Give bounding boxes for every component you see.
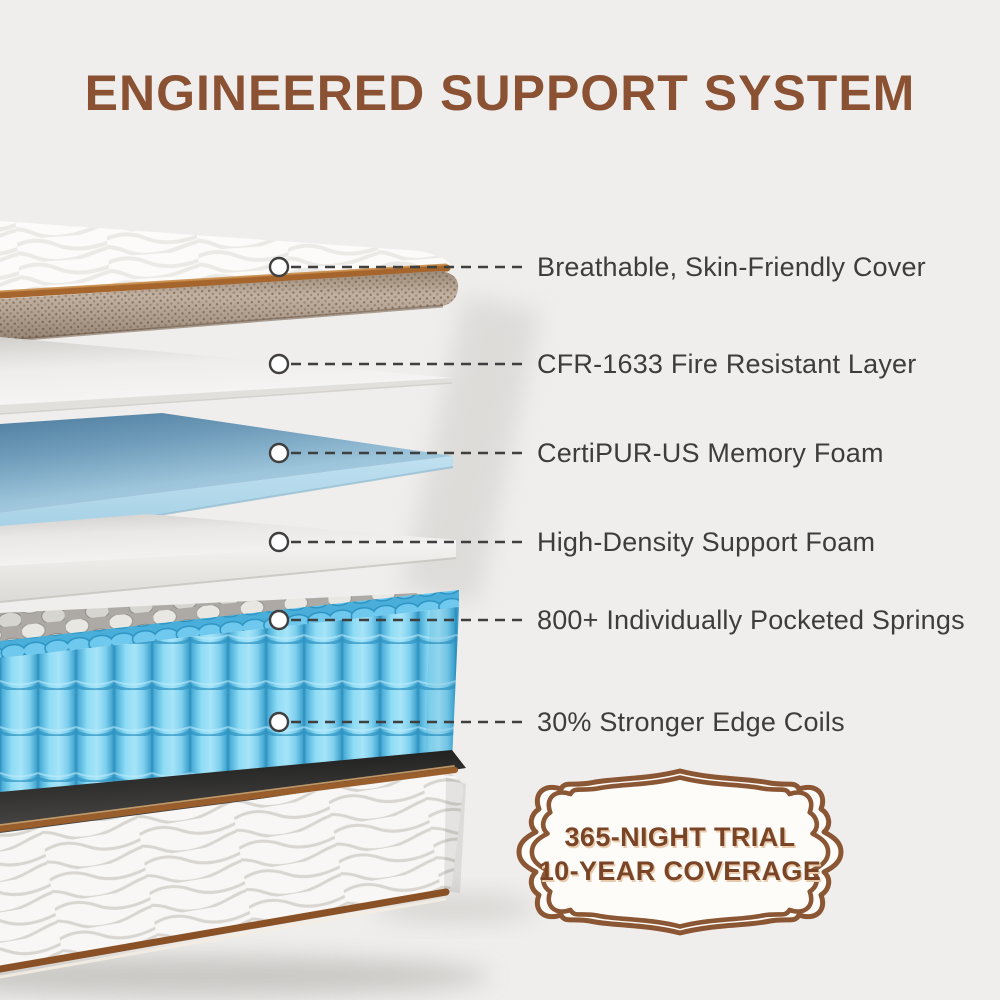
trial-badge-frame [516,768,844,936]
layer-label-fire-sheet: CFR-1633 Fire Resistant Layer [537,349,917,379]
callout-marker-memory-foam [268,442,527,464]
callout-marker-fire-sheet [268,353,527,375]
layer-label-memory-foam: CertiPUR-US Memory Foam [537,438,884,468]
layer-support-foam [0,514,457,603]
callout-marker-support-foam [268,531,527,553]
layer-label-edge-coils: 30% Stronger Edge Coils [537,707,845,737]
layer-base [0,750,466,979]
layer-cover [0,221,459,343]
layer-label-support-foam: High-Density Support Foam [537,527,876,557]
callout-marker-springs [268,609,527,631]
layer-fire-sheet [0,337,453,415]
callout-marker-edge-coils [268,711,527,733]
layer-label-cover: Breathable, Skin-Friendly Cover [537,252,926,282]
layer-label-springs: 800+ Individually Pocketed Springs [537,605,965,635]
trial-badge-text: 365-NIGHT TRIAL 10-YEAR COVERAGE [520,820,840,888]
soft-shadows [0,295,541,996]
trial-badge-line1: 365-NIGHT TRIAL [564,822,796,852]
callout-markers [268,256,527,733]
callout-marker-cover [268,256,527,278]
trial-badge-line2: 10-YEAR COVERAGE [538,856,822,886]
page-title: ENGINEERED SUPPORT SYSTEM [84,65,916,121]
